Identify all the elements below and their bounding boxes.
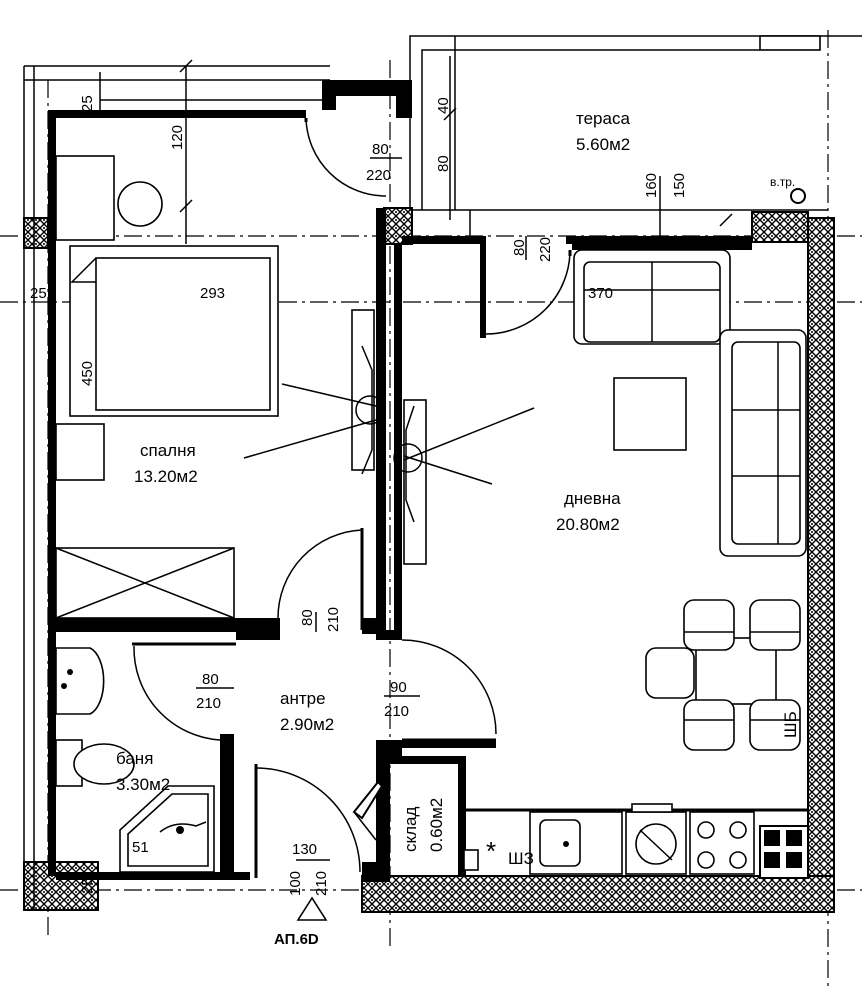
dim-120: 120	[169, 125, 186, 150]
doors	[132, 117, 572, 878]
dimension-labels: 25 120 40 80 160 150 293 370 25 450 51 1…	[30, 95, 688, 896]
section-marker-icon	[296, 896, 328, 921]
terrace-area: 5.60м2	[576, 135, 630, 154]
storage-name: склад	[401, 806, 420, 852]
dimension-lines	[179, 56, 733, 861]
living-furniture	[573, 249, 807, 751]
dim-25-top: 25	[79, 95, 96, 112]
hall-area: 2.90м2	[280, 715, 334, 734]
door-bath-height: 210	[196, 695, 221, 712]
dim-150: 150	[671, 173, 688, 198]
bathroom-fixtures	[55, 647, 215, 873]
storage-area: 0.60м2	[427, 798, 446, 852]
bedroom-name: спалня	[140, 441, 196, 460]
door-living-width: 90	[390, 679, 407, 696]
internal-windows	[243, 309, 535, 565]
dim-160: 160	[643, 173, 660, 198]
kitchen	[529, 803, 755, 875]
dim-40: 40	[435, 97, 452, 114]
dim-293: 293	[200, 285, 225, 302]
exterior-walls	[23, 207, 835, 913]
dim-51: 51	[132, 839, 149, 856]
door-living-balcony-width: 80	[511, 239, 528, 256]
panel-label: ШБ	[781, 711, 800, 738]
door-bedroom-width: 80	[299, 609, 316, 626]
dim-25-mid: 25	[30, 285, 47, 302]
terrace-name: тераса	[576, 109, 630, 128]
fuse-box-label: ШЗ	[508, 849, 534, 868]
bedroom-furniture	[55, 155, 279, 619]
fuse-box-symbol	[463, 849, 479, 871]
door-entry-height: 210	[313, 871, 330, 896]
dim-80-left: 80	[435, 155, 452, 172]
section-mark-label: АП.6D	[274, 931, 319, 948]
dim-130: 130	[292, 841, 317, 858]
room-labels: тераса 5.60м2 спалня 13.20м2 дневна 20.8…	[116, 109, 630, 852]
asterisk-icon: *	[486, 836, 496, 866]
hall-name: антре	[280, 689, 326, 708]
dim-450: 450	[79, 361, 96, 386]
misc-labels: в.тр. ШЗ * ШБ АП.6D	[274, 175, 800, 948]
door-living-height: 210	[384, 703, 409, 720]
living-name: дневна	[564, 489, 621, 508]
bath-area: 3.30м2	[116, 775, 170, 794]
door-bath-width: 80	[202, 671, 219, 688]
dim-370: 370	[588, 285, 613, 302]
door-living-balcony-height: 220	[537, 237, 554, 262]
drain-label: в.тр.	[770, 175, 795, 189]
living-area: 20.80м2	[556, 515, 620, 534]
bath-name: баня	[116, 749, 153, 768]
door-bedroom-balcony-width: 80	[372, 141, 389, 158]
door-bedroom-height: 210	[325, 607, 342, 632]
facade-lines	[23, 65, 330, 910]
bedroom-area: 13.20м2	[134, 467, 198, 486]
terrace-outline	[409, 35, 862, 236]
dim-25-bottom: 25	[79, 877, 96, 894]
door-entry-width: 100	[287, 871, 304, 896]
door-bedroom-balcony-height: 220	[366, 167, 391, 184]
